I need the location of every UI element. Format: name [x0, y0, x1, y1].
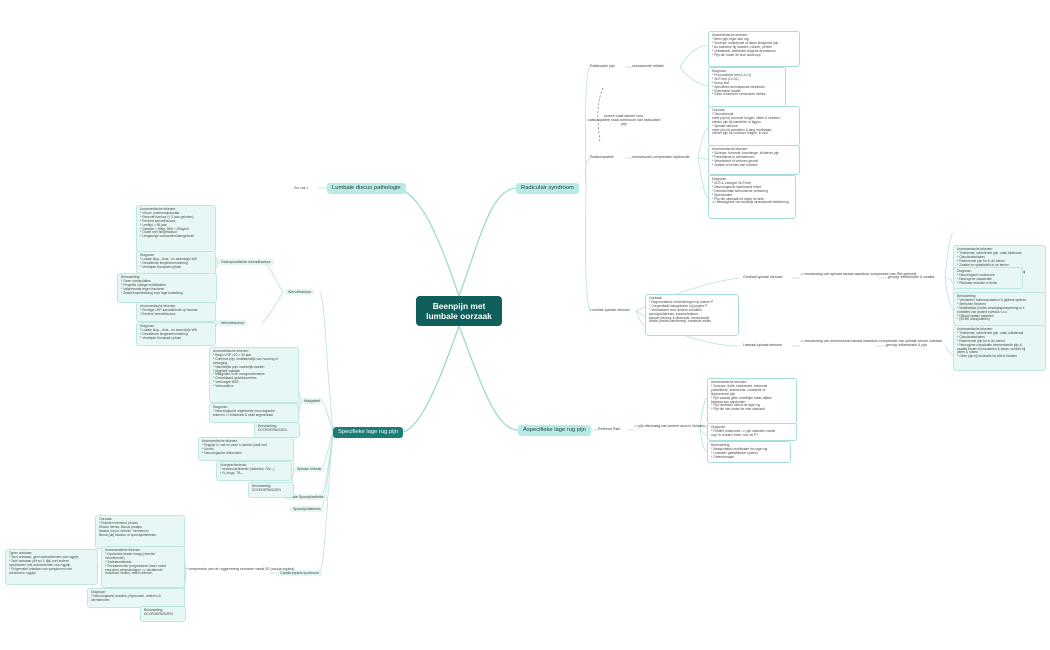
note-osteo-diagnose: Diagnose: * Lokale klop-, druk-, en asdr… — [136, 251, 216, 275]
edge-root-aspecifieke — [458, 325, 519, 431]
node-centraal-stenose[interactable]: Centraal spinaal stenose — [743, 275, 783, 279]
note-wf-anamnese: Anamnestische tekenen: * Ernstige LRP aa… — [136, 302, 216, 322]
note-osteo-behandeling: Behandeling: * Geen manipulaties * Proge… — [117, 273, 217, 303]
edge-asp-diag — [699, 429, 708, 436]
edge-spec-mal — [319, 400, 334, 433]
edge-rd-oorzaak — [697, 127, 709, 159]
node-lateraal-stenose[interactable]: Lateraal spinaal stenose — [743, 343, 782, 347]
note-cauda-anamnese: Anamnestische tekenen: * Dysfunctie blaa… — [101, 546, 185, 588]
note-asp-anamnese: Anamnestische tekenen: * Scherpe, doffe,… — [707, 378, 797, 424]
note-asp-behandeling: Behandeling: * Manipulaties/ mobilisatie… — [707, 441, 791, 463]
note-mal-behandeling: Behandeling: DOORVERWIJZEN — [254, 422, 300, 438]
edge-spec-cauda — [319, 431, 334, 574]
edge-root-lumbale — [394, 187, 460, 297]
root-title: Beenpijn met lumbale oorzaak — [426, 301, 492, 321]
branch-lumbale-discus-label: Lumbale discus pathologie — [332, 185, 401, 191]
note-cs-behandeling: Behandeling: * Versterken buikmusculatuu… — [953, 292, 1046, 326]
edge-cs-anam — [944, 232, 954, 279]
branch-radiculair-label: Radiculair syndroom — [521, 185, 574, 191]
note-wf-diagnose: Diagnose: * Lokale klop-, druk-, en asdr… — [136, 322, 216, 346]
node-spondylolisthesis[interactable]: Spondylolisthesis — [290, 506, 324, 512]
note-rd-oorzaak: Oorzaak: * Discushernia meer pijn bij vo… — [708, 106, 800, 146]
edge-rad-pathie — [585, 157, 591, 189]
branch-radiculair[interactable]: Radiculair syndroom — [516, 183, 579, 194]
note-asp-diagnose: Diagnose: * Positief onderzoek => pijn u… — [707, 423, 797, 441]
edge-lss-oorzaak — [635, 310, 646, 327]
node-wervelfractuur-sub[interactable]: Wervelfractuur — [218, 320, 248, 326]
note-ls-anamnese: Anamnestische tekenen: * Tintelende, sch… — [953, 325, 1046, 371]
edge-rp-diag — [679, 66, 709, 87]
node-referred-desc: -> pijn afkomstig van andere area in lic… — [634, 424, 764, 428]
edge-rd-diag — [697, 157, 709, 199]
node-lumbale-spinale-stenose[interactable]: Lumbale spinale stenose — [590, 308, 630, 312]
branch-specifieke-label: Specifieke lage rug pijn — [338, 429, 398, 435]
note-cauda-oorzaak: Oorzaak: * Ruimte innemend proces Discus… — [95, 515, 185, 549]
node-radiculopathie[interactable]: Radiculopathie — [590, 155, 614, 159]
node-maligniteit[interactable]: Maligniteit — [301, 398, 324, 404]
edge-rad-lss — [585, 187, 591, 312]
edge-rad-pijn — [585, 66, 591, 189]
note-cauda-diagnose: Diagnose: * Neurologische reacties (myot… — [87, 588, 185, 608]
note-rd-diagnose: Diagnose: * SLR & Laségue SLR test * Neu… — [708, 175, 796, 219]
edge-rd-anam — [697, 157, 709, 161]
node-centraal-gevolg: gevolg: inflammatie & zwakte — [888, 275, 935, 279]
edge-spec-wf — [319, 291, 334, 433]
node-axiale-spondylarthritis[interactable]: Axiale Spondylarthritis — [285, 494, 327, 500]
note-cauda-types: Types ontstaan: * Snel ontstaan, geen an… — [5, 549, 98, 585]
note-lss-oorzaak: Oorzaak: * Degeneratieve veranderingen b… — [645, 294, 739, 336]
note-rd-anamnese: Anamnestische tekenen: * Scherpe, borend… — [708, 145, 800, 175]
node-radiculopathie-cause: zenuwwortel compressie/ dysfunctie — [632, 155, 690, 159]
edge-wf-wf — [261, 291, 284, 324]
node-cauda-equina[interactable]: Cauda equina syndroom — [277, 570, 323, 576]
edge-root-radiculair — [458, 187, 517, 297]
branch-specifieke[interactable]: Specifieke lage rug pijn — [333, 427, 403, 438]
branch-aspecifieke-label: Aspecifieke lage rug pijn — [523, 427, 586, 433]
branch-lumbale-discus[interactable]: Lumbale discus pathologie — [327, 183, 406, 194]
note-inf-anamnese: Anamnestische tekenen: * Rugpijn in rust… — [198, 437, 294, 461]
note-inf-voorgeschiedenis: Voorgeschiedenis: * Immunodeficientie (d… — [216, 461, 292, 481]
edge-root-specifieke — [401, 325, 460, 433]
note-rp-diagnose: Diagnose: * Provocatieve test (L2-L4) * … — [708, 67, 786, 109]
node-cauda-desc: * compressie van de ruggenmerg zenuwen v… — [186, 567, 295, 571]
note-osteo-anamnese: Anamnestische tekenen: * Vrouw, postmeno… — [136, 205, 216, 253]
edge-spec-inf — [319, 431, 334, 470]
note-inf-behandeling: Behandeling: DOORVERWIJZEN — [248, 482, 294, 498]
branch-aspecifieke[interactable]: Aspecifieke lage rug pijn — [518, 425, 591, 436]
note-cauda-behandeling: Behandeling: DOORVERWIJZEN — [140, 606, 186, 622]
edge-asp-beh — [699, 429, 708, 453]
node-lateraal-gevolg: gevolg: inflammatie & pijn — [886, 343, 927, 347]
node-wervelfractuur[interactable]: Wervelfractuur — [285, 289, 315, 295]
note-mal-diagnose: Diagnose: * Neurologische uitgebreide ne… — [209, 403, 299, 423]
node-centraal-desc: -> vernauwing van spinaal kanaal waardoo… — [800, 272, 917, 276]
node-spinale-infectie[interactable]: Spinale infectie — [294, 466, 325, 472]
note-rp-anamnese: Anamnestische tekenen: * Been pijn erger… — [708, 31, 800, 67]
edge-wf-osteo — [261, 261, 284, 293]
see-section-label: Zie vak 1 — [294, 186, 309, 190]
node-lateraal-desc: -> vernauwing van zenuwwortel kanaal waa… — [800, 339, 942, 343]
note-cs-diagnose: Diagnose: * Neurologisch onderzoek * Neu… — [953, 267, 1023, 289]
node-osteoporotische[interactable]: Osteoporotische wervelfractuur — [218, 259, 274, 265]
node-radiculaire-pijn-cause: zenuwwortel irritatie — [632, 64, 664, 68]
edge-spec-axiale — [319, 431, 334, 498]
edge-rp-anam — [679, 45, 709, 68]
edge-ls-anam — [944, 345, 954, 356]
node-radiculaire-pijn[interactable]: Radiculaire pijn — [590, 64, 615, 68]
root-node[interactable]: Beenpijn met lumbale oorzaak — [416, 296, 502, 326]
edge-cs-beh — [944, 277, 954, 311]
edge-cs-diag — [944, 277, 954, 284]
note-mal-anamnese: Anamnestische tekenen: * Begin LRP >20 >… — [209, 347, 299, 403]
node-referred-pain[interactable]: Referred Pain — [598, 427, 621, 431]
float-note-radiculair: komen vaak samen voor, radiculopathie va… — [587, 114, 661, 127]
